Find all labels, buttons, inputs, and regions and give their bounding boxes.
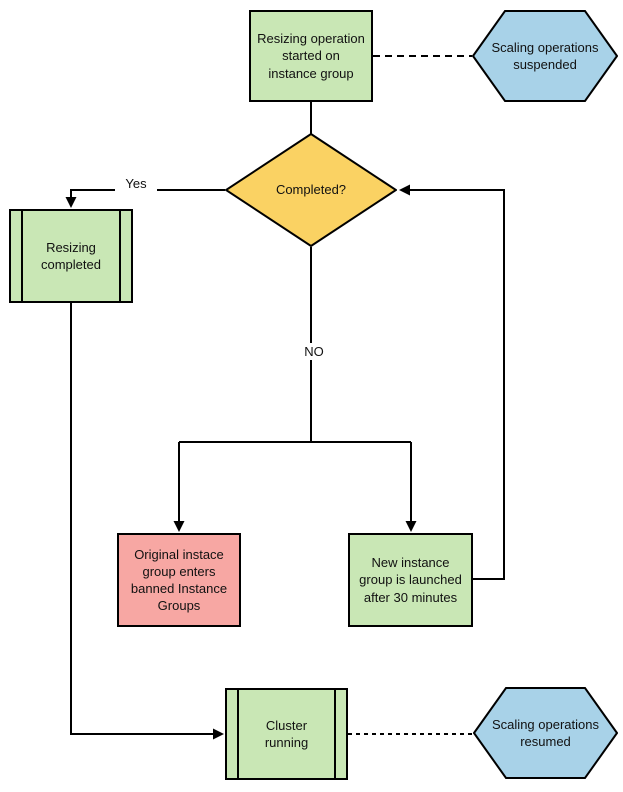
connector-decision-yes xyxy=(70,189,225,200)
node-new-instance-group: New instance group is launched after 30 … xyxy=(348,533,473,627)
node-completed-decision: Completed? xyxy=(225,133,397,247)
arrowhead-down-banned xyxy=(173,521,185,532)
node-resizing-started: Resizing operation started on instance g… xyxy=(249,10,373,102)
hexagon-shape xyxy=(473,687,618,779)
node-label: New instance group is launched after 30 … xyxy=(359,555,462,605)
arrowhead-left-decision xyxy=(399,184,410,196)
node-label: Original instace group enters banned Ins… xyxy=(130,546,228,614)
predefined-process-bar xyxy=(21,211,23,301)
arrowhead-right-cluster xyxy=(213,728,224,740)
hexagon-shape xyxy=(472,10,618,102)
edge-label-yes: Yes xyxy=(115,175,157,193)
node-resizing-completed: Resizing completed xyxy=(9,209,133,303)
node-label: Scaling operations resumed xyxy=(492,716,599,749)
connector-new-instance-feedback xyxy=(410,189,505,580)
node-label: Resizing completed xyxy=(41,239,101,272)
node-label: Resizing operation started on instance g… xyxy=(257,31,365,81)
node-scaling-resumed: Scaling operations resumed xyxy=(473,687,618,779)
node-label: Completed? xyxy=(275,182,347,198)
node-scaling-suspended: Scaling operations suspended xyxy=(472,10,618,102)
node-label: Cluster running xyxy=(264,717,309,750)
connector-resizing-to-cluster xyxy=(70,303,213,735)
predefined-process-bar xyxy=(119,211,121,301)
predefined-process-bar xyxy=(237,690,239,778)
diamond-shape xyxy=(225,133,397,247)
arrowhead-down-new-instance xyxy=(405,521,417,532)
node-label: Scaling operations suspended xyxy=(491,39,599,72)
node-cluster-running: Cluster running xyxy=(225,688,348,780)
arrowhead-down-resizing-completed xyxy=(65,197,77,208)
node-banned-groups: Original instace group enters banned Ins… xyxy=(117,533,241,627)
connector-decision-no-branch xyxy=(178,247,412,522)
edge-label-no: NO xyxy=(297,343,331,360)
predefined-process-bar xyxy=(334,690,336,778)
